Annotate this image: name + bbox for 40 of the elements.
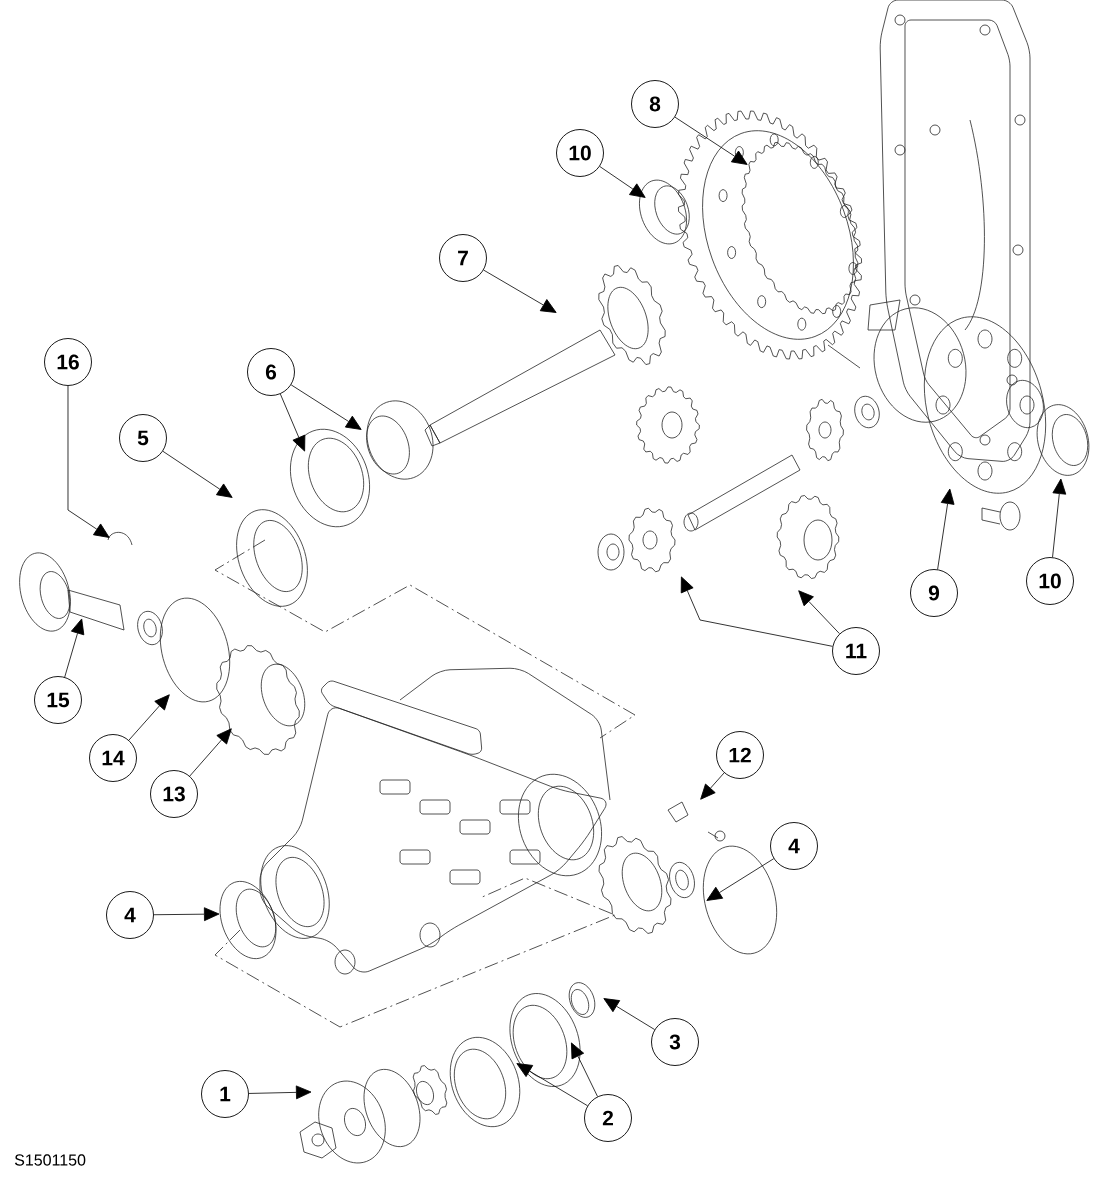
callout-number: 12	[716, 731, 764, 779]
callout-number: 8	[631, 80, 679, 128]
leader-line	[483, 269, 557, 313]
callout-number: 16	[44, 338, 92, 386]
leader-line	[706, 858, 775, 901]
callout-number: 13	[150, 770, 198, 818]
leader-line	[516, 1063, 588, 1107]
leader-line	[128, 694, 170, 741]
leader-line	[189, 728, 232, 777]
callout-number: 3	[651, 1018, 699, 1066]
leader-line	[290, 384, 362, 430]
callout-number: 1	[201, 1070, 249, 1118]
callout-number: 4	[770, 822, 818, 870]
callout-number: 11	[832, 627, 880, 675]
leader-line	[248, 1085, 312, 1100]
callout-number: 10	[556, 129, 604, 177]
callout-number: 5	[119, 414, 167, 462]
leader-line	[67, 385, 110, 538]
leader-line	[64, 618, 85, 678]
leader-line	[700, 772, 725, 800]
leader-line	[674, 116, 748, 165]
leader-line	[599, 166, 646, 198]
callout-number: 6	[247, 348, 295, 396]
callout-number: 2	[584, 1094, 632, 1142]
leader-line	[680, 576, 833, 647]
leader-line	[571, 1042, 598, 1097]
leader-line	[162, 450, 233, 498]
leader-line	[603, 998, 655, 1030]
leader-line	[798, 590, 840, 635]
callout-number: 4	[106, 891, 154, 939]
callout-number: 9	[910, 569, 958, 617]
leader-line	[279, 393, 306, 452]
leader-line	[153, 907, 220, 922]
leader-line	[937, 488, 955, 570]
callout-number: 15	[34, 676, 82, 724]
callout-number: 14	[89, 734, 137, 782]
figure-code: S1501150	[14, 1154, 86, 1166]
leader-line	[1052, 478, 1067, 558]
callout-number: 10	[1026, 557, 1074, 605]
callout-number: 7	[439, 234, 487, 282]
